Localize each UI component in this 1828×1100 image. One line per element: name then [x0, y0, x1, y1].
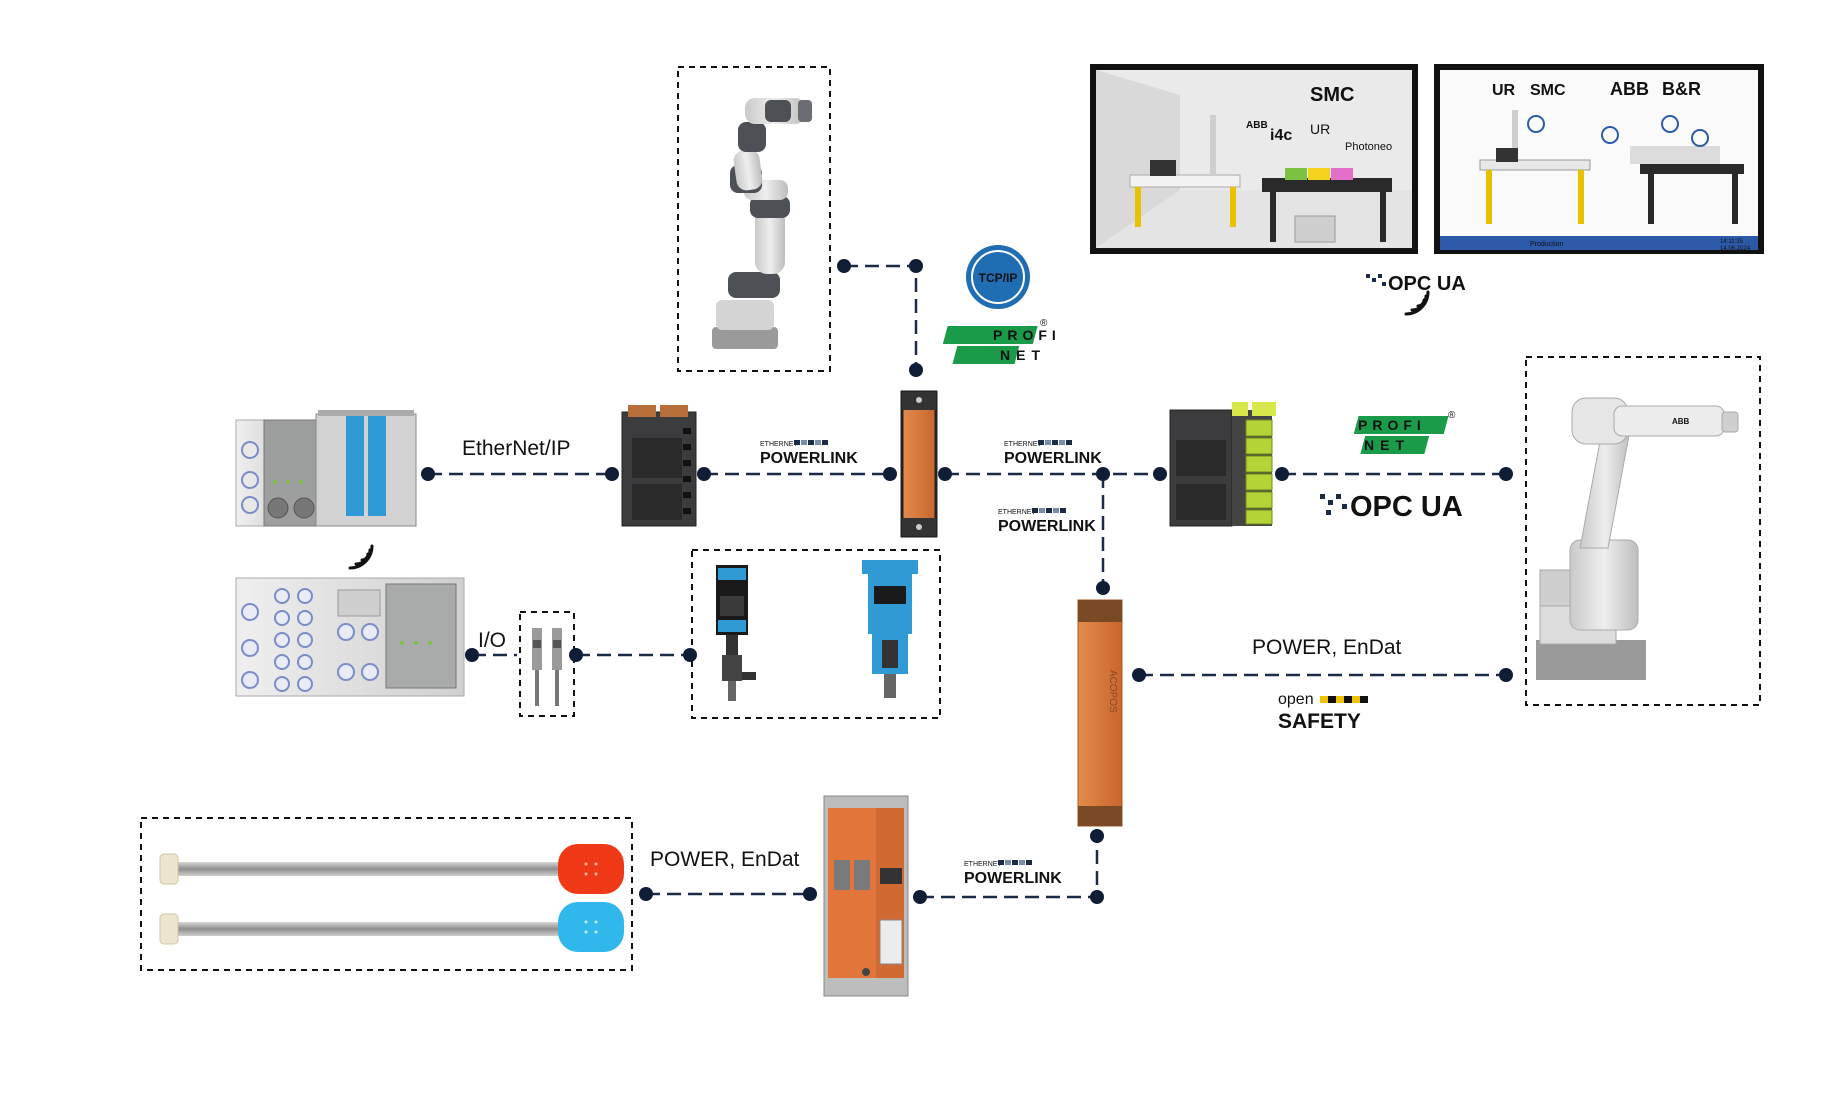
- logo-abb-robot: ABB: [1672, 417, 1690, 426]
- linear-motor-icon: [159, 844, 624, 894]
- power-endat-label-robot: POWER, EnDat: [1252, 636, 1402, 659]
- node-dot: [1499, 467, 1513, 481]
- servo-drive-icon: [823, 795, 909, 997]
- hmi-date: 14.06.2024: [1720, 246, 1751, 252]
- node-dot: [1153, 467, 1167, 481]
- profinet-logo-center: PROFI NET ®: [942, 318, 1061, 364]
- profinet-logo-right: PROFI NET ®: [1353, 410, 1456, 454]
- grippers-frame: [691, 549, 941, 719]
- node-dot: [1275, 467, 1289, 481]
- wifi-icon: [1404, 290, 1430, 316]
- link-cobot: [844, 264, 918, 370]
- svg-text:PROFI: PROFI: [993, 327, 1061, 343]
- svg-text:NET: NET: [1000, 347, 1046, 363]
- svg-text:ETHERNET: ETHERNET: [998, 509, 1036, 516]
- logo-br-faded: B&R: [1662, 79, 1701, 99]
- linear-motor-icon: [159, 902, 624, 952]
- valve-terminal-top: [235, 410, 417, 527]
- plc-io-icon: [1169, 402, 1276, 527]
- svg-text:ETHERNET: ETHERNET: [760, 441, 798, 448]
- logo-ur-faded: UR: [1492, 82, 1516, 99]
- network-switch: [900, 390, 938, 538]
- svg-text:open: open: [1278, 691, 1314, 708]
- node-dot: [605, 467, 619, 481]
- node-dot: [465, 648, 479, 662]
- hmi-screen-right: UR SMC ABB B&R Production 14:11:35 14.06…: [1434, 64, 1764, 254]
- link-powerlink-drive: [920, 836, 1099, 899]
- svg-text:POWERLINK: POWERLINK: [964, 870, 1062, 887]
- node-dot: [909, 363, 923, 377]
- svg-text:ETHERNET: ETHERNET: [964, 861, 1002, 868]
- node-dot: [803, 887, 817, 901]
- drive-icon: ACOPOS: [1077, 599, 1123, 827]
- logo-smc-faded: SMC: [1530, 82, 1566, 99]
- power-endat-label-motors: POWER, EnDat: [650, 848, 800, 871]
- svg-text:POWERLINK: POWERLINK: [1004, 450, 1102, 467]
- industrial-robot-icon: ABB: [1536, 397, 1739, 680]
- node-dot: [1090, 829, 1104, 843]
- digital-twin-screen-left: SMC UR Photoneo i4c ABB: [1090, 64, 1418, 254]
- node-dot: [1499, 668, 1513, 682]
- powerlink-logo-2: ETHERNET POWERLINK: [1004, 440, 1102, 467]
- node-dot: [938, 467, 952, 481]
- opcua-label-right: OPC UA: [1350, 491, 1463, 523]
- node-dot: [837, 259, 851, 273]
- ethernet-ip-label: EtherNet/IP: [462, 437, 571, 460]
- cobot-frame: [677, 66, 831, 372]
- node-dot: [913, 890, 927, 904]
- logo-photoneo: Photoneo: [1345, 141, 1392, 153]
- node-dot: [1096, 467, 1110, 481]
- wifi-icon: [348, 544, 374, 570]
- svg-text:ACOPOS: ACOPOS: [1107, 670, 1118, 713]
- logo-ur: UR: [1310, 121, 1330, 137]
- valve-terminal-bottom: [235, 577, 465, 697]
- powerlink-logo-3: ETHERNET POWERLINK: [998, 508, 1096, 535]
- robot-frame: [1525, 356, 1761, 706]
- opcua-logo-top: OPC UA: [1366, 273, 1466, 295]
- node-dot: [639, 887, 653, 901]
- io-sensor-pair: [532, 628, 562, 706]
- tcpip-badge: TCP/IP: [966, 245, 1030, 309]
- linear-motors-frame: [140, 817, 633, 971]
- node-dot: [683, 648, 697, 662]
- svg-text:SAFETY: SAFETY: [1278, 710, 1361, 733]
- io-label: I/O: [478, 629, 506, 652]
- gripper-icon: [716, 565, 756, 701]
- svg-text:ETHERNET: ETHERNET: [1004, 441, 1042, 448]
- logo-i4c: i4c: [1270, 127, 1292, 144]
- svg-text:®: ®: [1448, 410, 1456, 421]
- powerlink-logo-4: ETHERNET POWERLINK: [964, 860, 1062, 887]
- node-dot: [1096, 581, 1110, 595]
- node-dot: [909, 259, 923, 273]
- opensafety-logo: open SAFETY: [1278, 691, 1368, 733]
- plc-icon: [621, 405, 697, 527]
- svg-text:POWERLINK: POWERLINK: [998, 518, 1096, 535]
- robot-arm-icon: [712, 98, 812, 349]
- svg-text:NET: NET: [1364, 437, 1410, 453]
- powerlink-logo-1: ETHERNET POWERLINK: [760, 440, 858, 467]
- io-module-frame: [519, 611, 575, 717]
- logo-smc: SMC: [1310, 84, 1354, 106]
- svg-text:PROFI: PROFI: [1358, 417, 1426, 433]
- logo-abb-faded: ABB: [1610, 79, 1649, 99]
- node-dot: [421, 467, 435, 481]
- hmi-status-production: Production: [1530, 241, 1564, 248]
- opcua-label: OPC UA: [1388, 273, 1466, 295]
- svg-text:TCP/IP: TCP/IP: [979, 271, 1018, 285]
- node-dot: [569, 648, 583, 662]
- node-dot: [1090, 890, 1104, 904]
- node-dot: [1132, 668, 1146, 682]
- opcua-logo-right: OPC UA: [1320, 491, 1463, 523]
- logo-abb-small: ABB: [1246, 120, 1268, 131]
- gripper-icon: [862, 560, 918, 698]
- svg-text:®: ®: [1040, 318, 1048, 329]
- node-dot: [883, 467, 897, 481]
- svg-text:POWERLINK: POWERLINK: [760, 450, 858, 467]
- node-dot: [697, 467, 711, 481]
- hmi-time: 14:11:35: [1720, 239, 1744, 245]
